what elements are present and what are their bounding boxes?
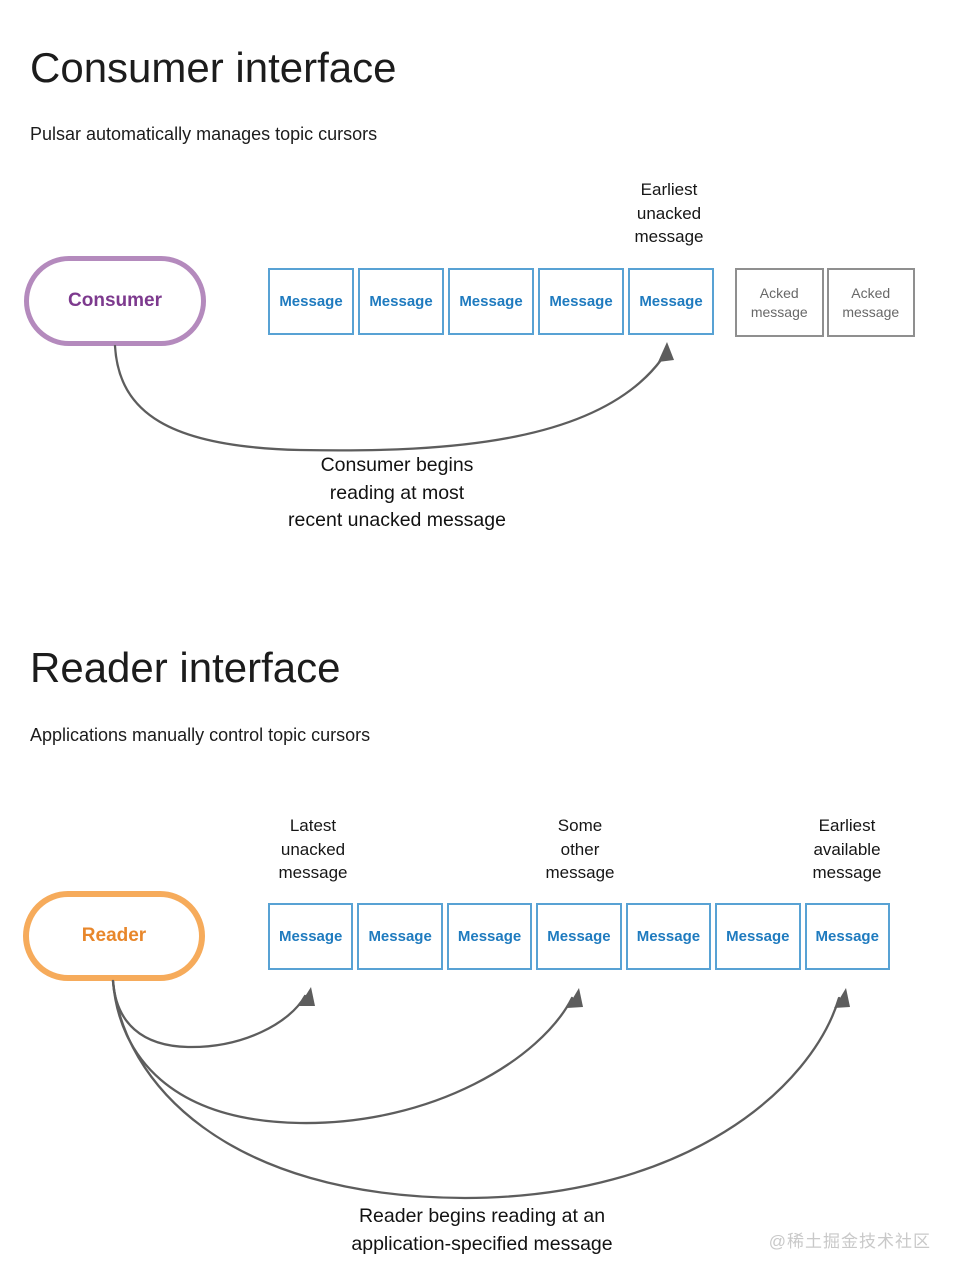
message-box: Message	[538, 268, 624, 335]
label-line: message	[278, 863, 348, 882]
message-label: Message	[369, 293, 433, 310]
acked-message-row: Acked message Acked message	[735, 268, 915, 337]
caption-line: Reader begins reading at an	[358, 1205, 606, 1227]
label-line: Some	[557, 816, 603, 835]
message-box: Message	[448, 268, 534, 335]
watermark: @稀土掘金技术社区	[768, 1232, 931, 1251]
message-box: Message	[358, 268, 444, 335]
reader-section-title: Reader interface	[30, 644, 341, 691]
earliest-unacked-message-label: Earliest unacked message	[599, 178, 739, 249]
message-label: Message	[459, 293, 523, 310]
message-label: Message	[726, 928, 790, 945]
reader-caption: Reader begins reading at an application-…	[302, 1203, 662, 1258]
label-line: message	[545, 863, 615, 882]
message-label: Message	[815, 928, 879, 945]
message-label: Message	[457, 928, 522, 945]
message-box: Message	[536, 903, 622, 970]
label-line: message	[812, 863, 882, 882]
consumer-node: Consumer	[24, 256, 206, 346]
acked-label-line: message	[750, 303, 808, 320]
message-label: Message	[279, 928, 343, 945]
reader-arrow-latest-unacked	[111, 979, 315, 1049]
label-line: Earliest	[640, 180, 698, 199]
earliest-available-message-label: Earliest available message	[777, 814, 917, 885]
reader-arrow-earliest-available	[111, 979, 850, 1200]
caption-line: Consumer begins	[320, 454, 474, 476]
message-box: Message	[268, 268, 354, 335]
message-label: Message	[547, 928, 611, 945]
message-label: Message	[368, 928, 432, 945]
label-line: unacked	[280, 839, 346, 859]
label-line: Latest	[289, 816, 337, 835]
label-line: available	[813, 839, 881, 859]
message-label: Message	[549, 293, 613, 310]
message-box: Message	[625, 903, 712, 970]
message-box: Message	[804, 903, 890, 970]
reader-section-subtitle: Applications manually control topic curs…	[30, 725, 371, 745]
label-line: message	[634, 227, 704, 246]
acked-message-box: Acked message	[826, 268, 915, 337]
reader-node-label: Reader	[81, 925, 147, 946]
reader-arrow-some-other	[111, 979, 583, 1125]
reader-node: Reader	[23, 891, 205, 981]
consumer-section-subtitle: Pulsar automatically manages topic curso…	[30, 124, 378, 144]
label-line: other	[560, 839, 600, 859]
acked-label-line: Acked	[851, 284, 891, 301]
some-other-message-label: Some other message	[510, 814, 650, 885]
caption-line: application-specified message	[351, 1232, 613, 1255]
consumer-caption: Consumer begins reading at most recent u…	[222, 452, 572, 535]
caption-line: reading at most	[329, 481, 465, 504]
message-label: Message	[279, 293, 343, 310]
reader-message-row: Message Message Message Message Message …	[268, 903, 890, 970]
message-box: Message	[628, 268, 714, 335]
consumer-node-label: Consumer	[68, 290, 162, 311]
acked-label-line: message	[842, 303, 900, 320]
caption-line: recent unacked message	[288, 509, 506, 531]
message-box: Message	[446, 903, 533, 970]
message-label: Message	[639, 293, 703, 310]
message-label: Message	[636, 928, 701, 945]
message-box: Message	[268, 903, 354, 970]
consumer-begin-arrow	[113, 342, 674, 452]
acked-message-box: Acked message	[735, 268, 824, 337]
latest-unacked-message-label: Latest unacked message	[243, 814, 383, 885]
message-box: Message	[715, 903, 801, 970]
label-line: unacked	[636, 203, 702, 223]
consumer-section-title: Consumer interface	[30, 44, 397, 91]
message-box: Message	[357, 903, 443, 970]
acked-label-line: Acked	[759, 284, 799, 301]
consumer-message-row: Message Message Message Message Message	[268, 268, 714, 335]
label-line: Earliest	[818, 816, 876, 835]
